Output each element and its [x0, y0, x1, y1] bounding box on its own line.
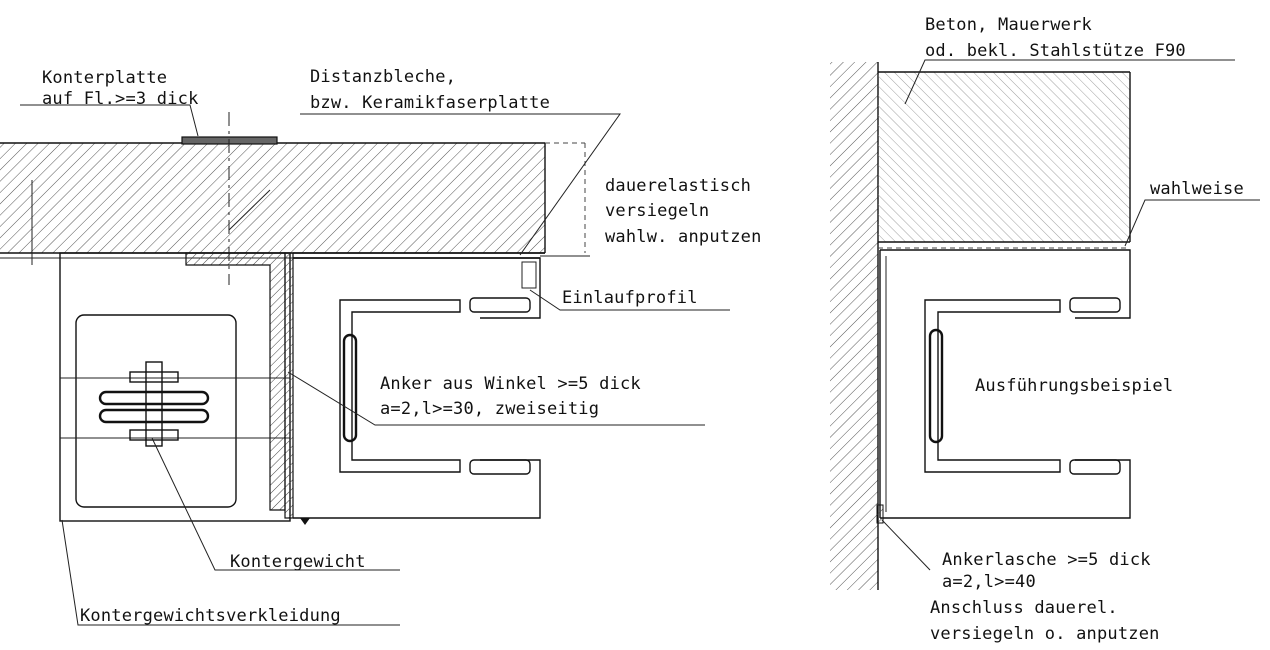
ankerlasche-label-1: Ankerlasche >=5 dick: [942, 550, 1151, 570]
dauerelastisch-label-1: dauerelastisch: [605, 176, 751, 196]
beton-label-1: Beton, Mauerwerk: [925, 15, 1092, 35]
ausfuehrungsbeispiel-label: Ausführungsbeispiel: [975, 376, 1173, 396]
dauerelastisch-label-3: wahlw. anputzen: [605, 227, 762, 247]
wahlweise-label: wahlweise: [1150, 179, 1244, 199]
leader-lines-right: [881, 59, 1260, 571]
anker-label-1: Anker aus Winkel >=5 dick: [380, 374, 641, 394]
ankerlasche-label-3: Anschluss dauerel.: [930, 598, 1118, 618]
kontergewicht-label: Kontergewicht: [230, 552, 366, 572]
ceiling-slab: [0, 142, 586, 265]
ankerlasche-label-4: versiegeln o. anputzen: [930, 624, 1160, 644]
wall-column: [830, 62, 1131, 590]
einlaufprofil-label: Einlaufprofil: [562, 288, 698, 308]
distanzbleche-label-1: Distanzbleche,: [310, 67, 456, 87]
leader-lines-left: [20, 104, 730, 626]
distanzbleche-label-2: bzw. Keramikfaserplatte: [310, 93, 550, 113]
dauerelastisch-label-2: versiegeln: [605, 201, 709, 221]
verkleidung-label: Kontergewichtsverkleidung: [80, 606, 341, 626]
ankerlasche-label-2: a=2,l>=40: [942, 572, 1036, 592]
beton-label-2: od. bekl. Stahlstütze F90: [925, 41, 1186, 61]
anker-label-2: a=2,l>=30, zweiseitig: [380, 399, 599, 419]
konterplatte-label-2: auf Fl.>=3 dick: [42, 89, 199, 109]
guide-rail-right: [876, 249, 1131, 524]
guide-rail-left: [293, 257, 541, 519]
konterplatte-label-1: Konterplatte: [42, 68, 167, 88]
counterweight-cladding: [59, 252, 291, 522]
